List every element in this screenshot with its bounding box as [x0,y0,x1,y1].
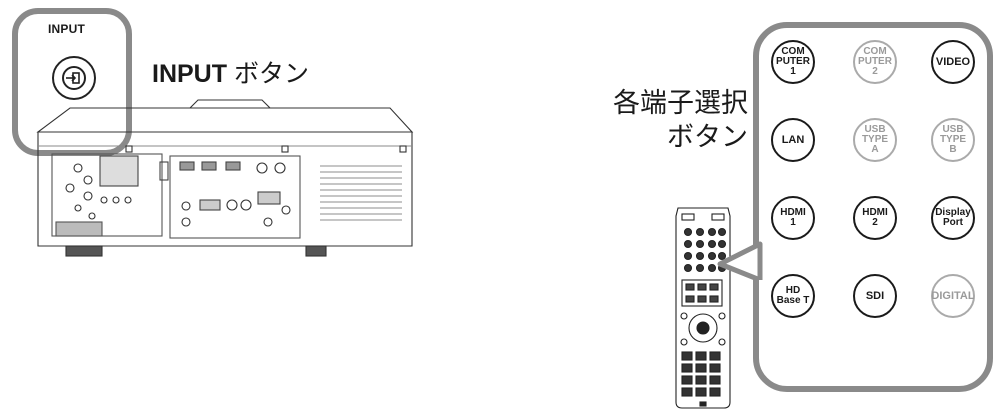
selector-caption-line2: ボタン [667,122,748,152]
selector-buttons-caption: 各端子選択 ボタン [590,86,748,154]
remote-button-label-line: TYPE [861,134,889,145]
remote-button-label-line: DIGITAL [931,290,975,302]
remote-button-label-line: B [949,144,957,155]
remote-button-lan[interactable]: LAN [771,118,815,162]
remote-button-label-line: Base T [776,295,810,306]
remote-button-label-line: VIDEO [935,56,971,68]
input-icon [62,66,86,90]
remote-button-sdi[interactable]: SDI [853,274,897,318]
remote-button-label-line: 1 [790,217,796,228]
input-caption-bold: INPUT [152,60,227,88]
remote-button-label-line: COM [863,46,887,57]
remote-button-label-line: 1 [790,66,796,77]
remote-button-video[interactable]: VIDEO [931,40,975,84]
remote-button-label-line: Display [935,207,971,218]
remote-button-label-line: PUTER [776,56,810,67]
input-button-caption: INPUT ボタン [152,54,309,90]
callout-pointer [717,241,763,280]
remote-button-label-line: 2 [872,66,878,77]
remote-button-label-line: USB [942,124,964,135]
remote-control-illustration [672,206,734,415]
remote-button-label-line: A [871,144,879,155]
input-button-label: INPUT [48,22,85,36]
remote-button-label-line: HD [785,285,801,296]
remote-button-label-line: TYPE [939,134,967,145]
remote-button-label-line: USB [864,124,886,135]
remote-button-label-line: SDI [865,290,885,302]
remote-button-label-line: HDMI [862,207,888,218]
input-caption-rest: ボタン [227,60,309,88]
input-callout-frame [12,8,132,156]
projector-illustration [30,96,430,266]
remote-button-label-line: PUTER [858,56,892,67]
remote-button-label-line: Port [943,217,963,228]
selector-caption-line1: 各端子選択 [613,88,748,118]
remote-button-label-line: COM [781,46,805,57]
remote-button-label-line: LAN [781,134,805,146]
remote-button-label-line: HDMI [780,207,806,218]
remote-button-digital[interactable]: DIGITAL [931,274,975,318]
input-button[interactable] [52,56,96,100]
remote-button-label-line: 2 [872,217,878,228]
